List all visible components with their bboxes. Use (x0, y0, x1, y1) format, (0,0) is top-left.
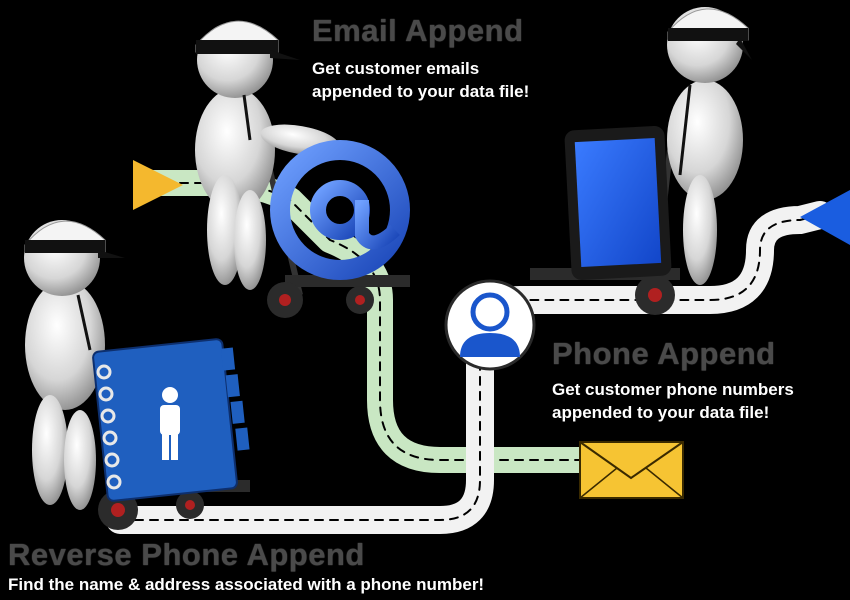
phone-append-description: Get customer phone numbers appended to y… (552, 378, 850, 424)
user-avatar-icon (444, 279, 536, 371)
yellow-arrow-marker (133, 160, 183, 210)
phone-append-line2: appended to your data file! (552, 403, 770, 422)
reverse-phone-append-description: Find the name & address associated with … (8, 575, 485, 594)
email-append-line1: Get customer emails (312, 59, 480, 78)
reverse-phone-append-title: Reverse Phone Append (8, 537, 365, 572)
blue-arrow-marker (800, 190, 850, 245)
address-book-icon (92, 338, 250, 502)
smartphone-icon (564, 125, 672, 281)
phone-append-title: Phone Append (552, 336, 776, 371)
at-sign-icon (270, 140, 410, 280)
phone-append-line1: Get customer phone numbers (552, 380, 794, 399)
email-append-title: Email Append (312, 13, 524, 48)
email-append-description: Get customer emails appended to your dat… (312, 57, 612, 103)
figure-email-carrier (195, 20, 410, 318)
envelope-icon (579, 441, 684, 499)
email-append-line2: appended to your data file! (312, 82, 530, 101)
